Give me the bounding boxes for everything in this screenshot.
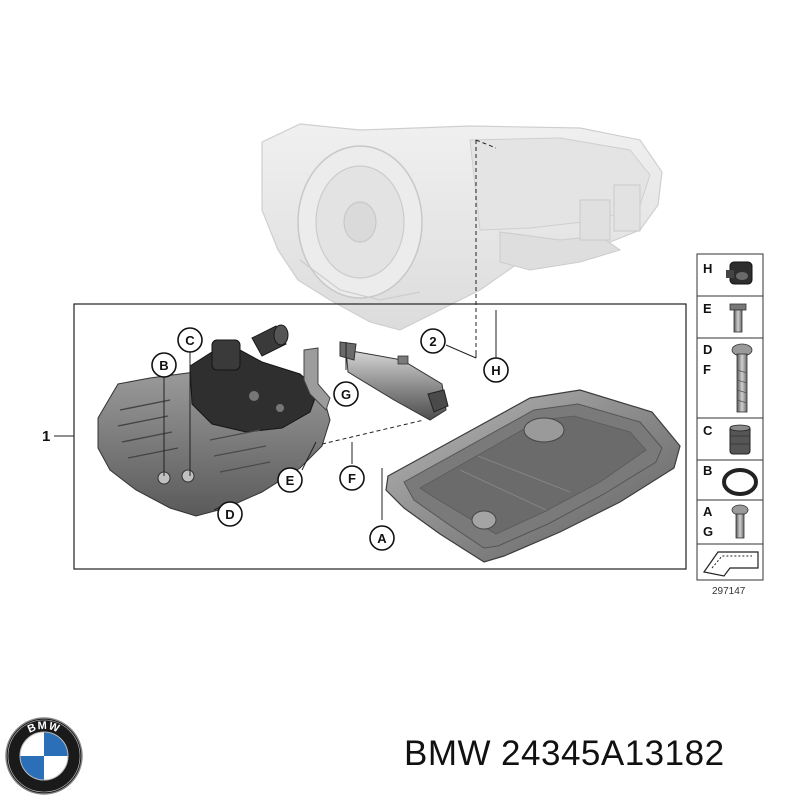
legend-row-ag: A G: [703, 504, 749, 539]
svg-text:2: 2: [429, 334, 436, 349]
svg-text:G: G: [703, 524, 713, 539]
arrow-icon: [702, 551, 759, 577]
callout-g: G: [333, 381, 359, 407]
callout-b: B: [151, 352, 177, 378]
bracket-illustration: [303, 347, 331, 411]
part-number-1: 1: [42, 428, 50, 445]
callout-d: D: [217, 501, 243, 527]
svg-text:D: D: [703, 342, 712, 357]
svg-text:H: H: [491, 363, 500, 378]
callout-a: A: [369, 525, 395, 551]
legend-row-e: E: [703, 301, 747, 333]
o-ring-icon: [722, 468, 758, 496]
callout-h: H: [483, 357, 509, 383]
svg-text:C: C: [703, 423, 713, 438]
transmission-housing-illustration: [261, 123, 663, 331]
bmw-logo: BMW: [5, 717, 83, 795]
legend-row-h: H: [703, 261, 753, 285]
part-number: 24345A13182: [501, 734, 725, 773]
svg-text:F: F: [703, 362, 711, 377]
sleeve-c-icon: [729, 424, 751, 455]
svg-text:H: H: [703, 261, 712, 276]
callout-f: F: [339, 465, 365, 491]
svg-text:A: A: [703, 504, 713, 519]
legend-row-c: C: [703, 423, 751, 455]
bolt-long-icon: [731, 343, 753, 413]
svg-text:C: C: [185, 333, 195, 348]
legend-row-b: B: [703, 463, 758, 496]
screw-short-icon: [729, 303, 747, 333]
screw-flange-icon: [731, 504, 749, 539]
svg-text:G: G: [341, 387, 351, 402]
legend-row-df: D F: [703, 342, 753, 413]
svg-text:B: B: [159, 358, 168, 373]
callout-c: C: [177, 327, 203, 353]
hardware-legend: H E D F C: [696, 253, 764, 581]
sleeve-h-icon: [726, 261, 753, 285]
sleeve-illustration: [251, 324, 289, 357]
svg-text:D: D: [225, 507, 234, 522]
callout-2: 2: [420, 328, 446, 354]
logo-lettering: BMW: [26, 720, 62, 736]
reference-number: 297147: [712, 586, 746, 597]
svg-text:E: E: [286, 473, 295, 488]
oil-pan-illustration: [385, 389, 681, 563]
callout-e: E: [277, 467, 303, 493]
svg-text:F: F: [348, 471, 356, 486]
svg-text:B: B: [703, 463, 712, 478]
brand-name: BMW: [404, 734, 492, 773]
svg-text:A: A: [377, 531, 387, 546]
svg-text:E: E: [703, 301, 712, 316]
filter-illustration: [339, 341, 449, 421]
valve-body-illustration: [97, 339, 331, 517]
